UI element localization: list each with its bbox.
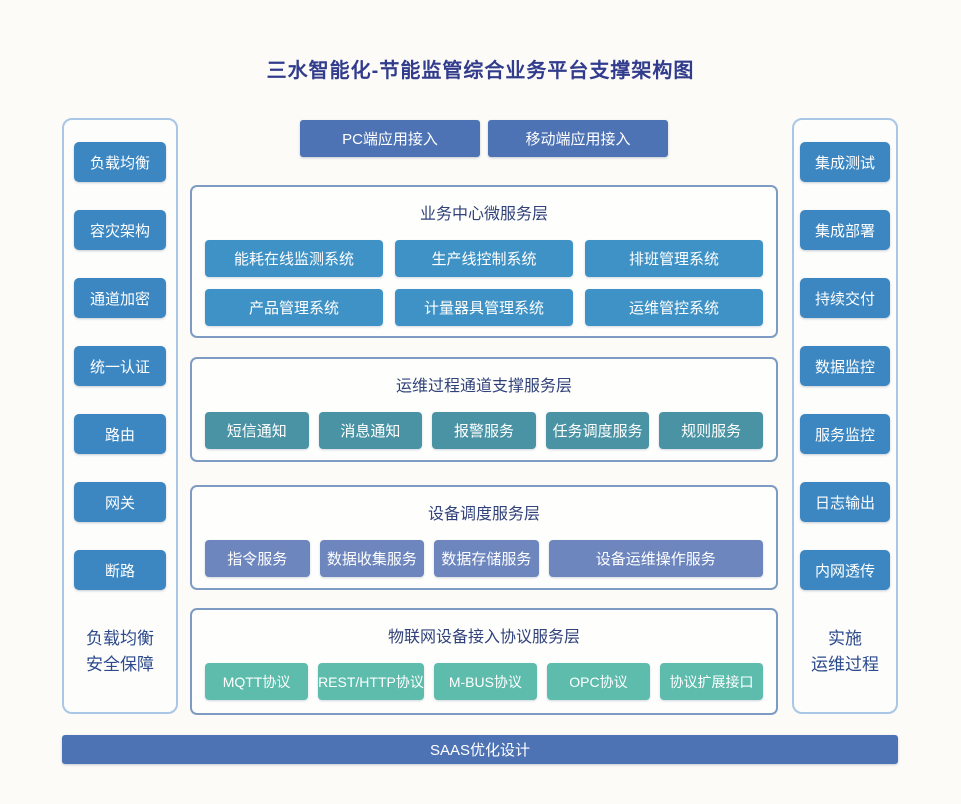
pc-access-box: PC端应用接入 [300,120,480,157]
service-box: 生产线控制系统 [394,240,573,277]
service-box: 短信通知 [205,412,309,449]
service-box: 任务调度服务 [545,412,650,449]
layer-ops-channel-support: 运维过程通道支撑服务层 短信通知消息通知报警服务任务调度服务规则服务 [190,357,778,462]
protocol-box: 协议扩展接口 [659,663,764,700]
service-box: 报警服务 [432,412,536,449]
service-box: 指令服务 [205,540,310,577]
diagram-title: 三水智能化-节能监管综合业务平台支撑架构图 [266,60,695,82]
service-box: 消息通知 [318,412,423,449]
service-box: 排班管理系统 [584,240,763,277]
service-box: 计量器具管理系统 [394,289,573,326]
protocol-box: MQTT协议 [205,663,309,700]
layer-title: 运维过程通道支撑服务层 [395,378,572,395]
left-panel-box: 通道加密 [74,278,166,318]
left-panel-caption: 负载均衡 安全保障 [86,626,154,679]
right-panel-box: 内网透传 [800,550,890,590]
left-panel-box: 断路 [74,550,166,590]
layer-item-list: 短信通知消息通知报警服务任务调度服务规则服务 [192,412,776,449]
left-panel-box: 负载均衡 [74,142,166,182]
left-caption-line-1: 负载均衡 [86,629,154,648]
service-box: 数据收集服务 [319,540,425,577]
right-panel-box: 持续交付 [800,278,890,318]
protocol-box: M-BUS协议 [433,663,537,700]
right-panel-box: 服务监控 [800,414,890,454]
service-box: 设备运维操作服务 [548,540,763,577]
layer-business-microservices: 业务中心微服务层 能耗在线监测系统生产线控制系统排班管理系统产品管理系统计量器具… [190,185,778,338]
left-panel: 负载均衡容灾架构通道加密统一认证路由网关断路 负载均衡 安全保障 [62,118,178,714]
left-caption-line-2: 安全保障 [86,655,154,675]
right-panel-box: 日志输出 [800,482,890,522]
protocol-box: REST/HTTP协议 [318,663,424,700]
service-box: 能耗在线监测系统 [205,240,383,277]
layer-item-list: 指令服务数据收集服务数据存储服务设备运维操作服务 [192,540,776,577]
layer-device-scheduling: 设备调度服务层 指令服务数据收集服务数据存储服务设备运维操作服务 [190,485,778,590]
left-panel-box: 网关 [74,482,166,522]
right-panel-items: 集成测试集成部署持续交付数据监控服务监控日志输出内网透传 [800,142,890,618]
layer-title: 设备调度服务层 [427,506,540,523]
right-caption-line-2: 运维过程 [811,655,879,675]
right-panel-box: 集成部署 [800,210,890,250]
protocol-box: OPC协议 [546,663,650,700]
service-box: 数据存储服务 [434,540,539,577]
service-box: 运维管控系统 [584,289,763,326]
left-panel-box: 容灾架构 [74,210,166,250]
left-panel-items: 负载均衡容灾架构通道加密统一认证路由网关断路 [74,142,166,618]
app-access-row: PC端应用接入 移动端应用接入 [190,120,778,157]
service-box: 规则服务 [659,412,763,449]
right-panel: 集成测试集成部署持续交付数据监控服务监控日志输出内网透传 实施 运维过程 [792,118,898,714]
mobile-access-box: 移动端应用接入 [488,120,668,157]
main-column: PC端应用接入 移动端应用接入 业务中心微服务层 能耗在线监测系统生产线控制系统… [190,120,778,720]
saas-optimization-bar: SAAS优化设计 [62,735,898,764]
layer-title: 业务中心微服务层 [419,206,548,223]
service-box: 产品管理系统 [205,289,383,326]
right-panel-caption: 实施 运维过程 [811,626,879,679]
layer-title: 物联网设备接入协议服务层 [387,629,580,646]
right-panel-box: 集成测试 [800,142,890,182]
left-panel-box: 统一认证 [74,346,166,386]
right-caption-line-1: 实施 [828,629,862,648]
layer-item-list: 能耗在线监测系统生产线控制系统排班管理系统产品管理系统计量器具管理系统运维管控系… [192,240,776,326]
left-panel-box: 路由 [74,414,166,454]
right-panel-box: 数据监控 [800,346,890,386]
